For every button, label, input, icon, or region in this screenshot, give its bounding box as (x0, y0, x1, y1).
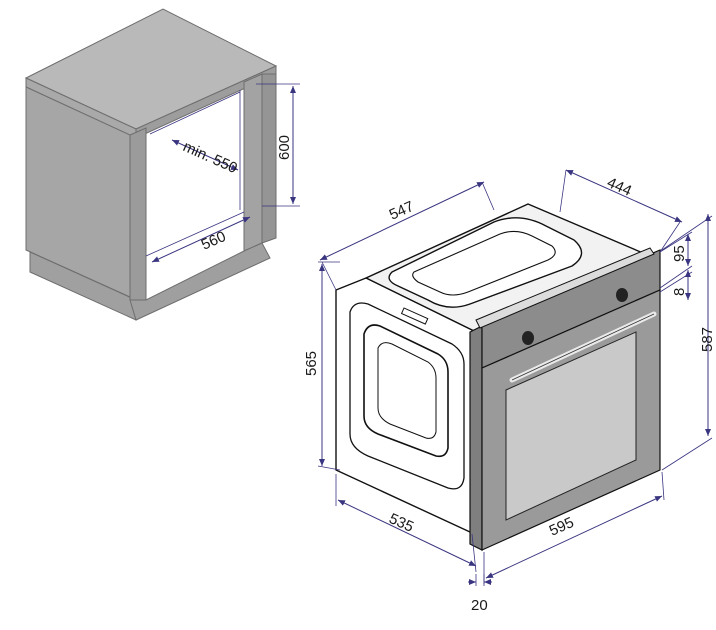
body-depth-ext-left (559, 169, 567, 213)
total-depth-ext-right (481, 181, 495, 211)
cabinet-right-side (261, 73, 277, 244)
oven-top-recess-inner (412, 230, 556, 296)
oven-top-recess (388, 217, 583, 308)
cabinet-bottom-rail (129, 242, 271, 321)
total-depth-ext-left (321, 261, 337, 291)
total-height-label: 587 (699, 327, 716, 352)
body-height-ext-bottom (317, 465, 341, 471)
front-width-ext-right (661, 471, 665, 501)
side-depth-label: 535 (386, 510, 416, 536)
oven-door-handle-outline (511, 313, 655, 381)
niche-height-label: 600 (276, 135, 293, 160)
total-height-ext-top (661, 215, 713, 251)
niche-depth-label: min. 550 (180, 138, 239, 177)
oven-knob-right (616, 288, 628, 302)
front-width-dimension-line (485, 495, 663, 579)
oven-top-trim (475, 247, 655, 329)
cabinet-frame-right (243, 73, 263, 252)
body-depth-label: 444 (604, 174, 634, 200)
total-depth-label: 547 (387, 198, 417, 224)
oven-vent-slot (400, 307, 429, 325)
total-height-ext-bottom (661, 437, 713, 471)
body-height-label: 565 (303, 351, 320, 376)
kitchen-cabinet: min. 550 560 600 (24, 8, 300, 321)
niche-width-label: 560 (199, 228, 229, 254)
front-thickness-label: 20 (471, 597, 488, 614)
niche-floor-edge (145, 211, 245, 257)
body-depth-dimension-line (565, 169, 683, 223)
built-in-oven: 547 444 565 587 95 8 535 595 (303, 169, 716, 614)
panel-ext-bottom (659, 265, 693, 289)
body-depth-ext-right (659, 221, 681, 253)
side-depth-dimension-line (337, 499, 477, 567)
total-depth-dimension-line (319, 181, 485, 261)
gap-label: 8 (671, 288, 688, 296)
oven-side-window-inner (377, 342, 437, 439)
oven-knob-left (522, 331, 534, 345)
niche-ceiling-edge (149, 91, 241, 135)
oven-door-glass (505, 331, 637, 521)
oven-front-edge (469, 325, 483, 551)
cabinet-frame-left (129, 127, 147, 301)
niche-depth-dimension-line (171, 139, 239, 171)
panel-label: 95 (671, 245, 688, 262)
niche-width-dimension-line (151, 216, 251, 263)
